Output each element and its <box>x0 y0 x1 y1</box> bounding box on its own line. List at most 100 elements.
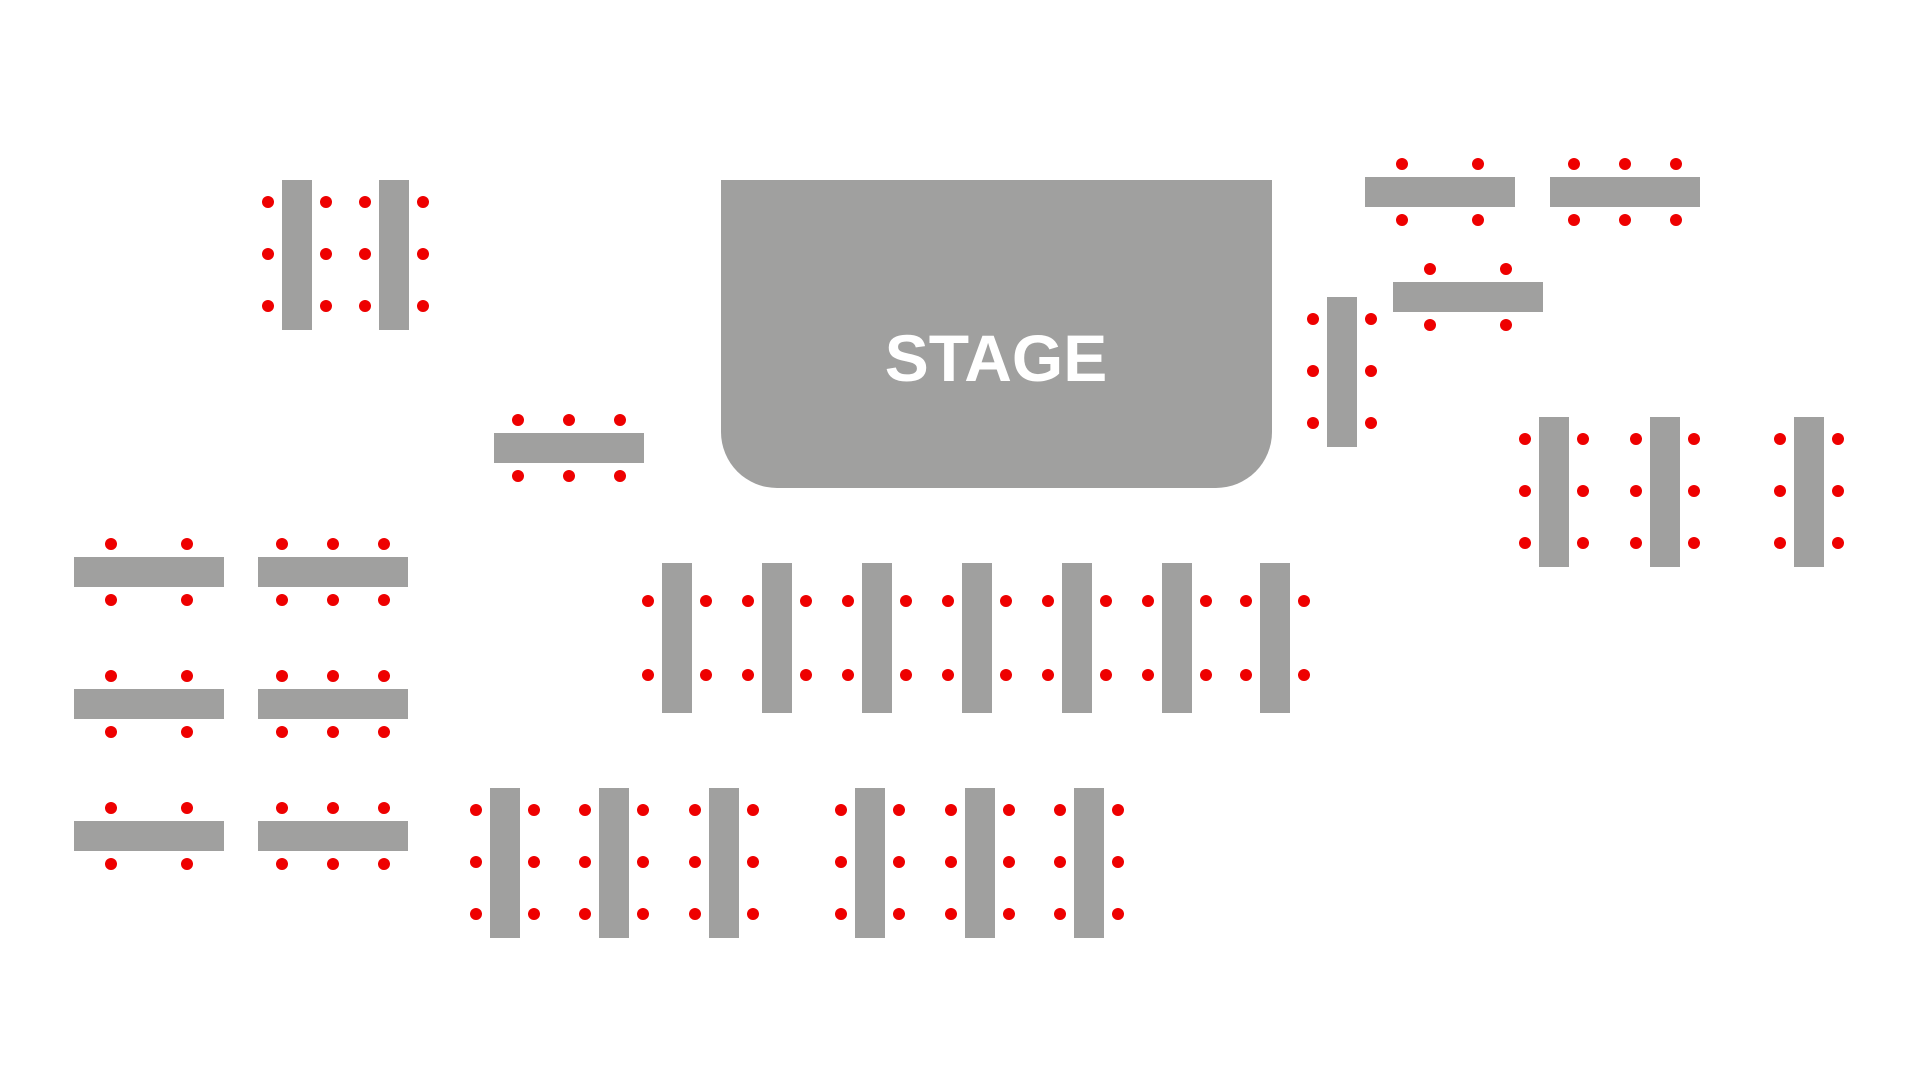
seat-dot <box>637 856 649 868</box>
seat-dot <box>835 908 847 920</box>
table-group-left-horizontal-two-seat-column <box>74 538 224 870</box>
seat-dot <box>1054 908 1066 920</box>
seat-dot <box>327 858 339 870</box>
seat-dot <box>1142 595 1154 607</box>
seat-dot <box>181 726 193 738</box>
seat-dot <box>320 300 332 312</box>
seat-dot <box>1003 804 1015 816</box>
seat-dot <box>1472 158 1484 170</box>
seat-dot <box>378 594 390 606</box>
seat-dot <box>893 804 905 816</box>
seat-dot <box>1307 417 1319 429</box>
vertical-table <box>965 788 995 938</box>
seat-dot <box>1200 595 1212 607</box>
seat-dot <box>1042 595 1054 607</box>
vertical-table <box>379 180 409 330</box>
seat-dot <box>1472 214 1484 226</box>
seat-dot <box>1774 537 1786 549</box>
seat-dot <box>262 300 274 312</box>
seat-dot <box>900 595 912 607</box>
seat-dot <box>842 669 854 681</box>
table-group-far-right-vertical-group <box>1519 417 1844 567</box>
seat-dot <box>1112 908 1124 920</box>
seat-dot <box>1054 856 1066 868</box>
stage: STAGE <box>721 180 1272 488</box>
seat-dot <box>1688 485 1700 497</box>
seat-dot <box>1688 537 1700 549</box>
seat-dot <box>320 196 332 208</box>
seat-dot <box>1142 669 1154 681</box>
seat-dot <box>637 908 649 920</box>
seat-dot <box>359 300 371 312</box>
seat-dot <box>1500 263 1512 275</box>
vertical-table <box>1327 297 1357 447</box>
seat-dot <box>327 802 339 814</box>
seat-dot <box>1832 537 1844 549</box>
seat-dot <box>276 858 288 870</box>
seat-dot <box>1100 669 1112 681</box>
seat-dot <box>1365 417 1377 429</box>
seat-dot <box>1365 313 1377 325</box>
seat-dot <box>747 856 759 868</box>
seat-dot <box>1630 537 1642 549</box>
seat-dot <box>276 670 288 682</box>
seat-dot <box>700 595 712 607</box>
seat-dot <box>1774 433 1786 445</box>
seat-dot <box>942 669 954 681</box>
seat-dot <box>1003 908 1015 920</box>
seat-dot <box>1307 365 1319 377</box>
seat-dot <box>105 726 117 738</box>
seat-dot <box>747 908 759 920</box>
vertical-table <box>1794 417 1824 567</box>
vertical-table <box>1074 788 1104 938</box>
seat-dot <box>1832 485 1844 497</box>
seat-dot <box>378 802 390 814</box>
seat-dot <box>181 670 193 682</box>
seat-dot <box>1396 214 1408 226</box>
seat-dot <box>528 908 540 920</box>
seat-dot <box>1519 433 1531 445</box>
seat-dot <box>181 594 193 606</box>
seat-dot <box>945 908 957 920</box>
seat-dot <box>359 248 371 260</box>
seat-dot <box>689 908 701 920</box>
seat-dot <box>470 908 482 920</box>
seat-dot <box>1365 365 1377 377</box>
tables-layer <box>74 158 1844 938</box>
horizontal-table <box>1393 282 1543 312</box>
seat-dot <box>742 595 754 607</box>
seat-dot <box>1424 263 1436 275</box>
seat-dot <box>105 858 117 870</box>
seat-dot <box>835 856 847 868</box>
table-group-bottom-vertical-row-left <box>470 788 759 938</box>
vertical-table <box>709 788 739 938</box>
seat-dot <box>1568 214 1580 226</box>
seat-dot <box>378 726 390 738</box>
seat-dot <box>942 595 954 607</box>
seat-dot <box>742 669 754 681</box>
seat-dot <box>1670 214 1682 226</box>
seat-dot <box>800 669 812 681</box>
seat-dot <box>1000 595 1012 607</box>
seat-dot <box>1670 158 1682 170</box>
seat-dot <box>893 856 905 868</box>
seat-dot <box>1688 433 1700 445</box>
table-group-bottom-vertical-row-right <box>835 788 1124 938</box>
seat-dot <box>378 538 390 550</box>
seat-dot <box>105 670 117 682</box>
seat-dot <box>417 248 429 260</box>
seat-dot <box>327 594 339 606</box>
seat-dot <box>470 856 482 868</box>
vertical-table <box>599 788 629 938</box>
seat-dot <box>637 804 649 816</box>
table-group-front-of-stage-table <box>494 414 644 482</box>
seat-dot <box>1112 804 1124 816</box>
seat-dot <box>579 856 591 868</box>
seat-dot <box>181 802 193 814</box>
seat-dot <box>359 196 371 208</box>
stage-label: STAGE <box>885 321 1107 395</box>
seat-dot <box>1832 433 1844 445</box>
vertical-table <box>762 563 792 713</box>
seat-dot <box>1054 804 1066 816</box>
